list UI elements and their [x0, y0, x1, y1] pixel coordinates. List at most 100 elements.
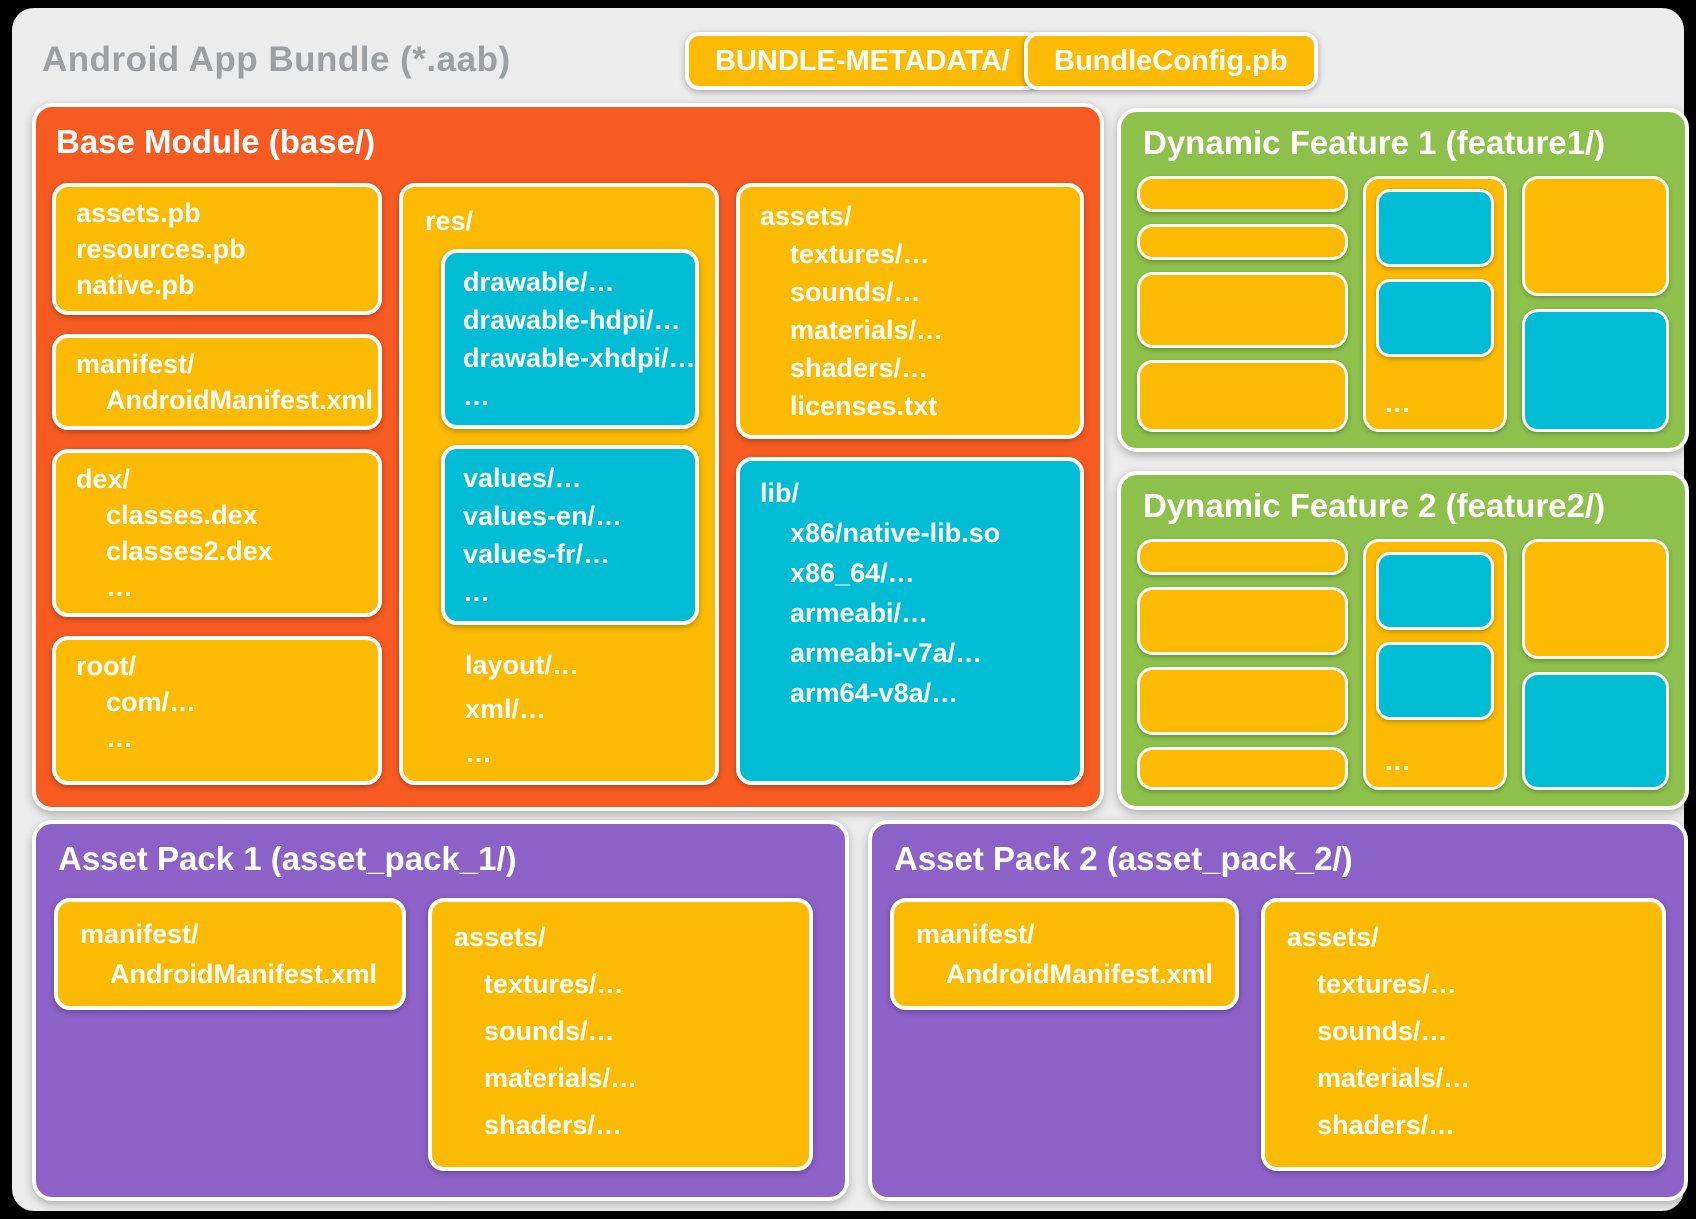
- feature-more-label: …: [1383, 388, 1411, 418]
- feature1-section: Dynamic Feature 1 (feature1/) …: [1117, 108, 1689, 452]
- base-module-title: Base Module (base/): [56, 123, 376, 160]
- folder-line: dex/: [76, 464, 131, 494]
- file-line: resources.pb: [76, 234, 246, 264]
- feature-bar: [1137, 224, 1348, 260]
- file-line: AndroidManifest.xml: [110, 959, 378, 989]
- lib-box: lib/ x86/native-lib.so x86_64/… armeabi/…: [736, 457, 1084, 785]
- feature-teal-box: [1375, 642, 1494, 720]
- manifest-box: manifest/ AndroidManifest.xml: [52, 334, 382, 430]
- asset-pack-1-body: manifest/ AndroidManifest.xml assets/ te…: [54, 898, 827, 1171]
- feature-teal-box: [1521, 309, 1669, 432]
- base-assets-box: assets/ textures/… sounds/… materials/… …: [736, 183, 1084, 439]
- folder-line: manifest/: [80, 919, 199, 949]
- feature1-subgroup-box: …: [1362, 176, 1507, 432]
- asset-pack-2-body: manifest/ AndroidManifest.xml assets/ te…: [890, 898, 1666, 1171]
- folder-line: armeabi-v7a/…: [790, 638, 983, 668]
- file-line: native.pb: [76, 270, 195, 300]
- folder-line: x86_64/…: [790, 558, 915, 588]
- feature1-left-column: [1137, 176, 1348, 432]
- folder-line: materials/…: [484, 1063, 638, 1093]
- folder-line: values-fr/…: [463, 539, 611, 569]
- ellipsis-line: …: [106, 723, 133, 753]
- root-box: root/ com/… …: [52, 636, 382, 785]
- folder-line: lib/: [760, 478, 799, 508]
- folder-line: xml/…: [465, 694, 547, 724]
- feature-teal-box: [1375, 552, 1494, 630]
- feature1-body: …: [1137, 176, 1669, 432]
- asset-pack-2-title: Asset Pack 2 (asset_pack_2/): [894, 840, 1353, 877]
- ap2-assets-box: assets/ textures/… sounds/… materials/… …: [1261, 898, 1666, 1171]
- feature-teal-box: [1375, 279, 1494, 357]
- folder-line: shaders/…: [1317, 1110, 1456, 1140]
- base-column-1: assets.pb resources.pb native.pb manifes…: [52, 183, 382, 785]
- feature2-body: …: [1137, 539, 1669, 790]
- file-line: AndroidManifest.xml: [106, 385, 374, 415]
- folder-line: root/: [76, 651, 136, 681]
- bundle-metadata-badge: BUNDLE-METADATA/: [685, 32, 1040, 90]
- feature-bar: [1137, 176, 1348, 212]
- feature-more-label: …: [1383, 746, 1411, 776]
- feature2-section: Dynamic Feature 2 (feature2/) …: [1117, 471, 1689, 810]
- folder-line: sounds/…: [484, 1016, 615, 1046]
- asset-pack-2-section: Asset Pack 2 (asset_pack_2/) manifest/ A…: [868, 820, 1688, 1201]
- folder-line: materials/…: [1317, 1063, 1471, 1093]
- folder-line: textures/…: [790, 239, 930, 269]
- asset-pack-1-section: Asset Pack 1 (asset_pack_1/) manifest/ A…: [32, 820, 849, 1201]
- folder-line: drawable-xhdpi/…: [463, 343, 696, 373]
- feature2-left-column: [1137, 539, 1348, 790]
- folder-line: manifest/: [916, 919, 1035, 949]
- feature-yellow-box: [1521, 176, 1669, 296]
- folder-line: textures/…: [484, 969, 624, 999]
- feature1-title: Dynamic Feature 1 (feature1/): [1143, 124, 1606, 161]
- feature-bar: [1137, 587, 1348, 655]
- file-line: classes2.dex: [106, 536, 273, 566]
- values-box: values/… values-en/… values-fr/… …: [441, 445, 699, 625]
- base-column-2: res/ drawable/… drawable-hdpi/… drawable…: [399, 183, 719, 785]
- folder-line: assets/: [1287, 922, 1379, 952]
- folder-line: assets/: [454, 922, 546, 952]
- folder-line: shaders/…: [484, 1110, 623, 1140]
- feature-bar: [1137, 667, 1348, 735]
- folder-line: textures/…: [1317, 969, 1457, 999]
- base-module-section: Base Module (base/) assets.pb resources.…: [32, 103, 1104, 811]
- page-title: Android App Bundle (*.aab): [42, 40, 511, 79]
- folder-line: layout/…: [465, 650, 580, 680]
- folder-line: values/…: [463, 463, 582, 493]
- asset-pack-1-title: Asset Pack 1 (asset_pack_1/): [58, 840, 517, 877]
- base-module-columns: assets.pb resources.pb native.pb manifes…: [52, 183, 1084, 785]
- feature-bar: [1137, 747, 1348, 790]
- file-line: AndroidManifest.xml: [946, 959, 1214, 989]
- app-bundle-canvas: Android App Bundle (*.aab) BUNDLE-METADA…: [12, 8, 1689, 1211]
- dex-box: dex/ classes.dex classes2.dex …: [52, 449, 382, 617]
- ap2-manifest-box: manifest/ AndroidManifest.xml: [890, 898, 1240, 1010]
- ap1-manifest-box: manifest/ AndroidManifest.xml: [54, 898, 406, 1010]
- file-line: classes.dex: [106, 500, 258, 530]
- feature1-right-column: [1521, 176, 1669, 432]
- feature-bar: [1137, 360, 1348, 432]
- pb-files-box: assets.pb resources.pb native.pb: [52, 183, 382, 315]
- folder-line: sounds/…: [790, 277, 921, 307]
- folder-line: manifest/: [76, 349, 195, 379]
- folder-line: shaders/…: [790, 353, 929, 383]
- ellipsis-line: …: [106, 572, 133, 602]
- folder-line: arm64-v8a/…: [790, 678, 959, 708]
- folder-line: assets/: [760, 201, 852, 231]
- feature-bar: [1137, 272, 1348, 348]
- file-line: x86/native-lib.so: [790, 518, 1001, 548]
- feature-bar: [1137, 539, 1348, 575]
- folder-line: armeabi/…: [790, 598, 929, 628]
- ap1-assets-box: assets/ textures/… sounds/… materials/… …: [428, 898, 813, 1171]
- feature-teal-box: [1521, 672, 1669, 790]
- feature-teal-box: [1375, 189, 1494, 267]
- folder-line: values-en/…: [463, 501, 623, 531]
- feature2-right-column: [1521, 539, 1669, 790]
- base-column-3: assets/ textures/… sounds/… materials/… …: [736, 183, 1084, 785]
- feature-yellow-box: [1521, 539, 1669, 659]
- ellipsis-line: …: [465, 738, 492, 768]
- res-label: res/: [425, 206, 474, 236]
- folder-line: com/…: [106, 687, 197, 717]
- res-box: res/ drawable/… drawable-hdpi/… drawable…: [399, 183, 719, 785]
- ellipsis-line: …: [463, 577, 490, 607]
- feature2-title: Dynamic Feature 2 (feature2/): [1143, 487, 1606, 524]
- bundle-config-badge: BundleConfig.pb: [1024, 32, 1318, 90]
